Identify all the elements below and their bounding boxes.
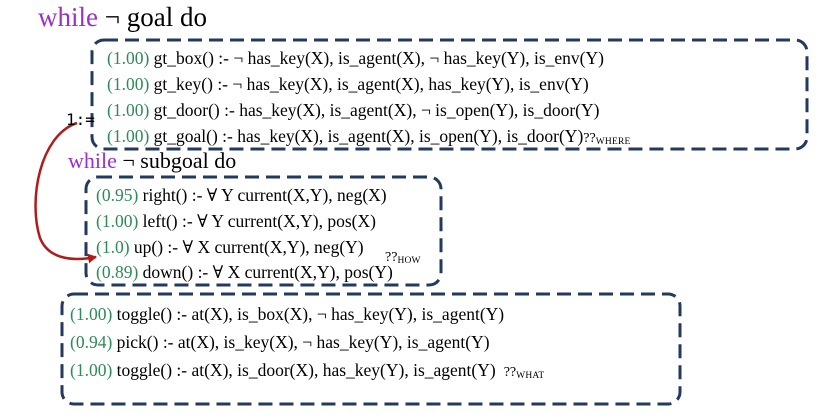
rule-weight: (1.00) xyxy=(70,304,113,324)
where-tag-prefix: ?? xyxy=(583,131,596,146)
how-rule-1: (0.95) right() :- ∀ Y current(X,Y), neg(… xyxy=(96,184,387,206)
rule-weight: (1.00) xyxy=(70,360,113,380)
rule-weight: (0.94) xyxy=(70,332,113,352)
how-tag-label: HOW xyxy=(397,256,421,266)
where-rule-3: (1.00) gt_door() :- has_key(X), is_agent… xyxy=(107,99,599,121)
rule-text: gt_box() :- ¬ has_key(X), is_agent(X), ¬… xyxy=(149,48,604,68)
how-tag: ??HOW xyxy=(385,248,421,266)
where-rule-2: (1.00) gt_key() :- ¬ has_key(X), is_agen… xyxy=(107,73,589,95)
what-rule-1: (1.00) toggle() :- at(X), is_box(X), ¬ h… xyxy=(70,303,504,325)
rule-weight: (1.00) xyxy=(107,126,150,146)
rule-text: gt_key() :- ¬ has_key(X), is_agent(X), h… xyxy=(149,74,589,94)
rule-text: pick() :- at(X), is_key(X), ¬ has_key(Y)… xyxy=(112,332,490,352)
how-rule-4: (0.89) down() :- ∀ X current(X,Y), pos(Y… xyxy=(96,261,393,283)
sub-loop-header: while ¬ subgoal do xyxy=(68,148,236,174)
rule-weight: (1.00) xyxy=(107,48,150,68)
loop-arrow xyxy=(34,121,97,264)
main-loop-header: while ¬ goal do xyxy=(38,2,207,32)
what-rule-2: (0.94) pick() :- at(X), is_key(X), ¬ has… xyxy=(70,331,490,353)
rule-text: up() :- ∀ X current(X,Y), neg(Y) xyxy=(129,237,364,257)
rule-weight: (0.89) xyxy=(96,262,139,282)
how-tag-prefix: ?? xyxy=(385,250,398,265)
rule-weight: (1.0) xyxy=(96,237,130,257)
where-rule-1: (1.00) gt_box() :- ¬ has_key(X), is_agen… xyxy=(107,47,604,69)
how-block-border xyxy=(84,175,443,287)
what-block-border xyxy=(60,292,682,406)
rule-text: gt_goal() :- has_key(X), is_agent(X), is… xyxy=(149,126,584,146)
where-rule-4: (1.00) gt_goal() :- has_key(X), is_agent… xyxy=(107,125,631,151)
loop-condition: ¬ goal do xyxy=(104,2,207,32)
while-keyword: while xyxy=(68,148,117,173)
where-tag-label: WHERE xyxy=(595,137,631,147)
how-rule-3: (1.0) up() :- ∀ X current(X,Y), neg(Y) xyxy=(96,236,364,258)
while-keyword: while xyxy=(38,2,98,32)
rule-text: toggle() :- at(X), is_box(X), ¬ has_key(… xyxy=(112,304,505,324)
assign-label: 1:= xyxy=(66,110,95,129)
rule-text: left() :- ∀ Y current(X,Y), pos(X) xyxy=(138,211,376,231)
subloop-condition: ¬ subgoal do xyxy=(122,148,237,173)
rule-weight: (0.95) xyxy=(96,185,139,205)
what-tag-label: WHAT xyxy=(516,371,545,381)
rule-text: gt_door() :- has_key(X), is_agent(X), ¬ … xyxy=(149,100,600,120)
rule-text: right() :- ∀ Y current(X,Y), neg(X) xyxy=(138,185,387,205)
where-block-border xyxy=(90,38,809,151)
what-rule-3: (1.00) toggle() :- at(X), is_door(X), ha… xyxy=(70,359,544,385)
rule-weight: (1.00) xyxy=(96,211,139,231)
rule-text: toggle() :- at(X), is_door(X), has_key(Y… xyxy=(112,360,496,380)
rule-weight: (1.00) xyxy=(107,74,150,94)
how-rule-2: (1.00) left() :- ∀ Y current(X,Y), pos(X… xyxy=(96,210,376,232)
what-tag-prefix: ?? xyxy=(503,365,517,380)
rule-weight: (1.00) xyxy=(107,100,150,120)
rule-text: down() :- ∀ X current(X,Y), pos(Y) xyxy=(138,262,393,282)
